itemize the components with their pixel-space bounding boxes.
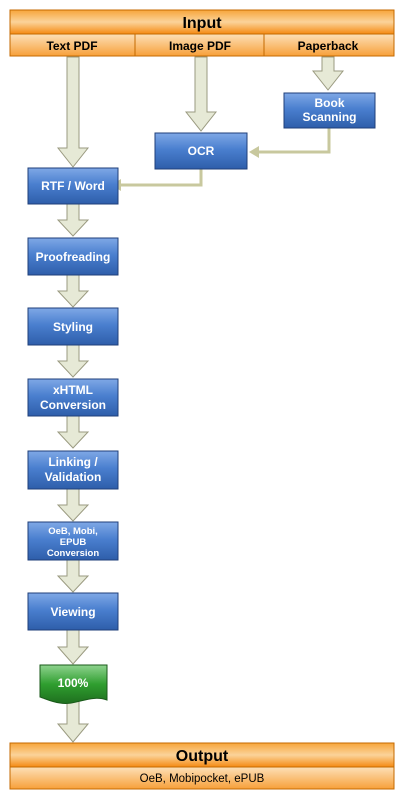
- xhtml-label: xHTML: [53, 383, 93, 397]
- arrow-down: [56, 559, 90, 593]
- oeb-label: OeB, Mobi,: [48, 526, 98, 537]
- output-formats-bar: [9, 766, 395, 790]
- book-scanning-label: Book: [315, 96, 345, 110]
- connector-arrowhead: [249, 146, 259, 158]
- proofreading-label: Proofreading: [36, 250, 111, 264]
- linking-label: Linking /: [48, 455, 98, 469]
- document-complete: 100%: [39, 664, 108, 704]
- box-ocr: OCR: [154, 132, 248, 170]
- arrow-down: [56, 274, 90, 308]
- input-title: Input: [182, 15, 222, 32]
- arrow-down: [56, 56, 90, 168]
- output-title-bar: [9, 742, 395, 768]
- viewing-label: Viewing: [50, 605, 95, 619]
- oeb-label: Conversion: [47, 548, 99, 559]
- column-image-pdf: Image PDF: [169, 39, 231, 53]
- connector-line: [120, 169, 203, 187]
- box-rtf-word: RTF / Word: [27, 167, 119, 205]
- box-proofreading: Proofreading: [27, 237, 119, 276]
- arrow-down: [56, 415, 90, 449]
- box-styling: Styling: [27, 307, 119, 346]
- box-xhtml-conversion: xHTML Conversion: [27, 378, 119, 417]
- book-scanning-label: Scanning: [302, 110, 356, 124]
- xhtml-label: Conversion: [40, 398, 106, 412]
- arrow-down: [56, 203, 90, 237]
- flow-arrows: [56, 56, 345, 743]
- arrow-down: [311, 56, 345, 91]
- arrow-down: [56, 699, 90, 743]
- output-footer: Output OeB, Mobipocket, ePUB: [9, 742, 395, 790]
- oeb-label: EPUB: [60, 537, 87, 548]
- arrow-down: [56, 344, 90, 378]
- column-text-pdf: Text PDF: [46, 39, 97, 53]
- arrow-down: [56, 629, 90, 665]
- complete-label: 100%: [58, 676, 89, 690]
- connector-line: [258, 128, 331, 154]
- input-header: Input Text PDF Image PDF Paperback: [9, 9, 395, 57]
- output-title: Output: [176, 748, 229, 765]
- styling-label: Styling: [53, 320, 93, 334]
- box-book-scanning: Book Scanning: [283, 92, 376, 129]
- ocr-label: OCR: [188, 144, 215, 158]
- input-columns-bar: [9, 33, 395, 57]
- arrow-down: [56, 488, 90, 522]
- box-viewing: Viewing: [27, 592, 119, 631]
- output-formats: OeB, Mobipocket, ePUB: [140, 773, 265, 785]
- rtf-word-label: RTF / Word: [41, 179, 105, 193]
- box-linking-validation: Linking / Validation: [27, 450, 119, 490]
- arrow-down: [184, 56, 218, 132]
- column-paperback: Paperback: [298, 39, 359, 53]
- input-title-bar: [9, 9, 395, 35]
- box-oeb-conversion: OeB, Mobi, EPUB Conversion: [27, 521, 119, 561]
- linking-label: Validation: [45, 470, 102, 484]
